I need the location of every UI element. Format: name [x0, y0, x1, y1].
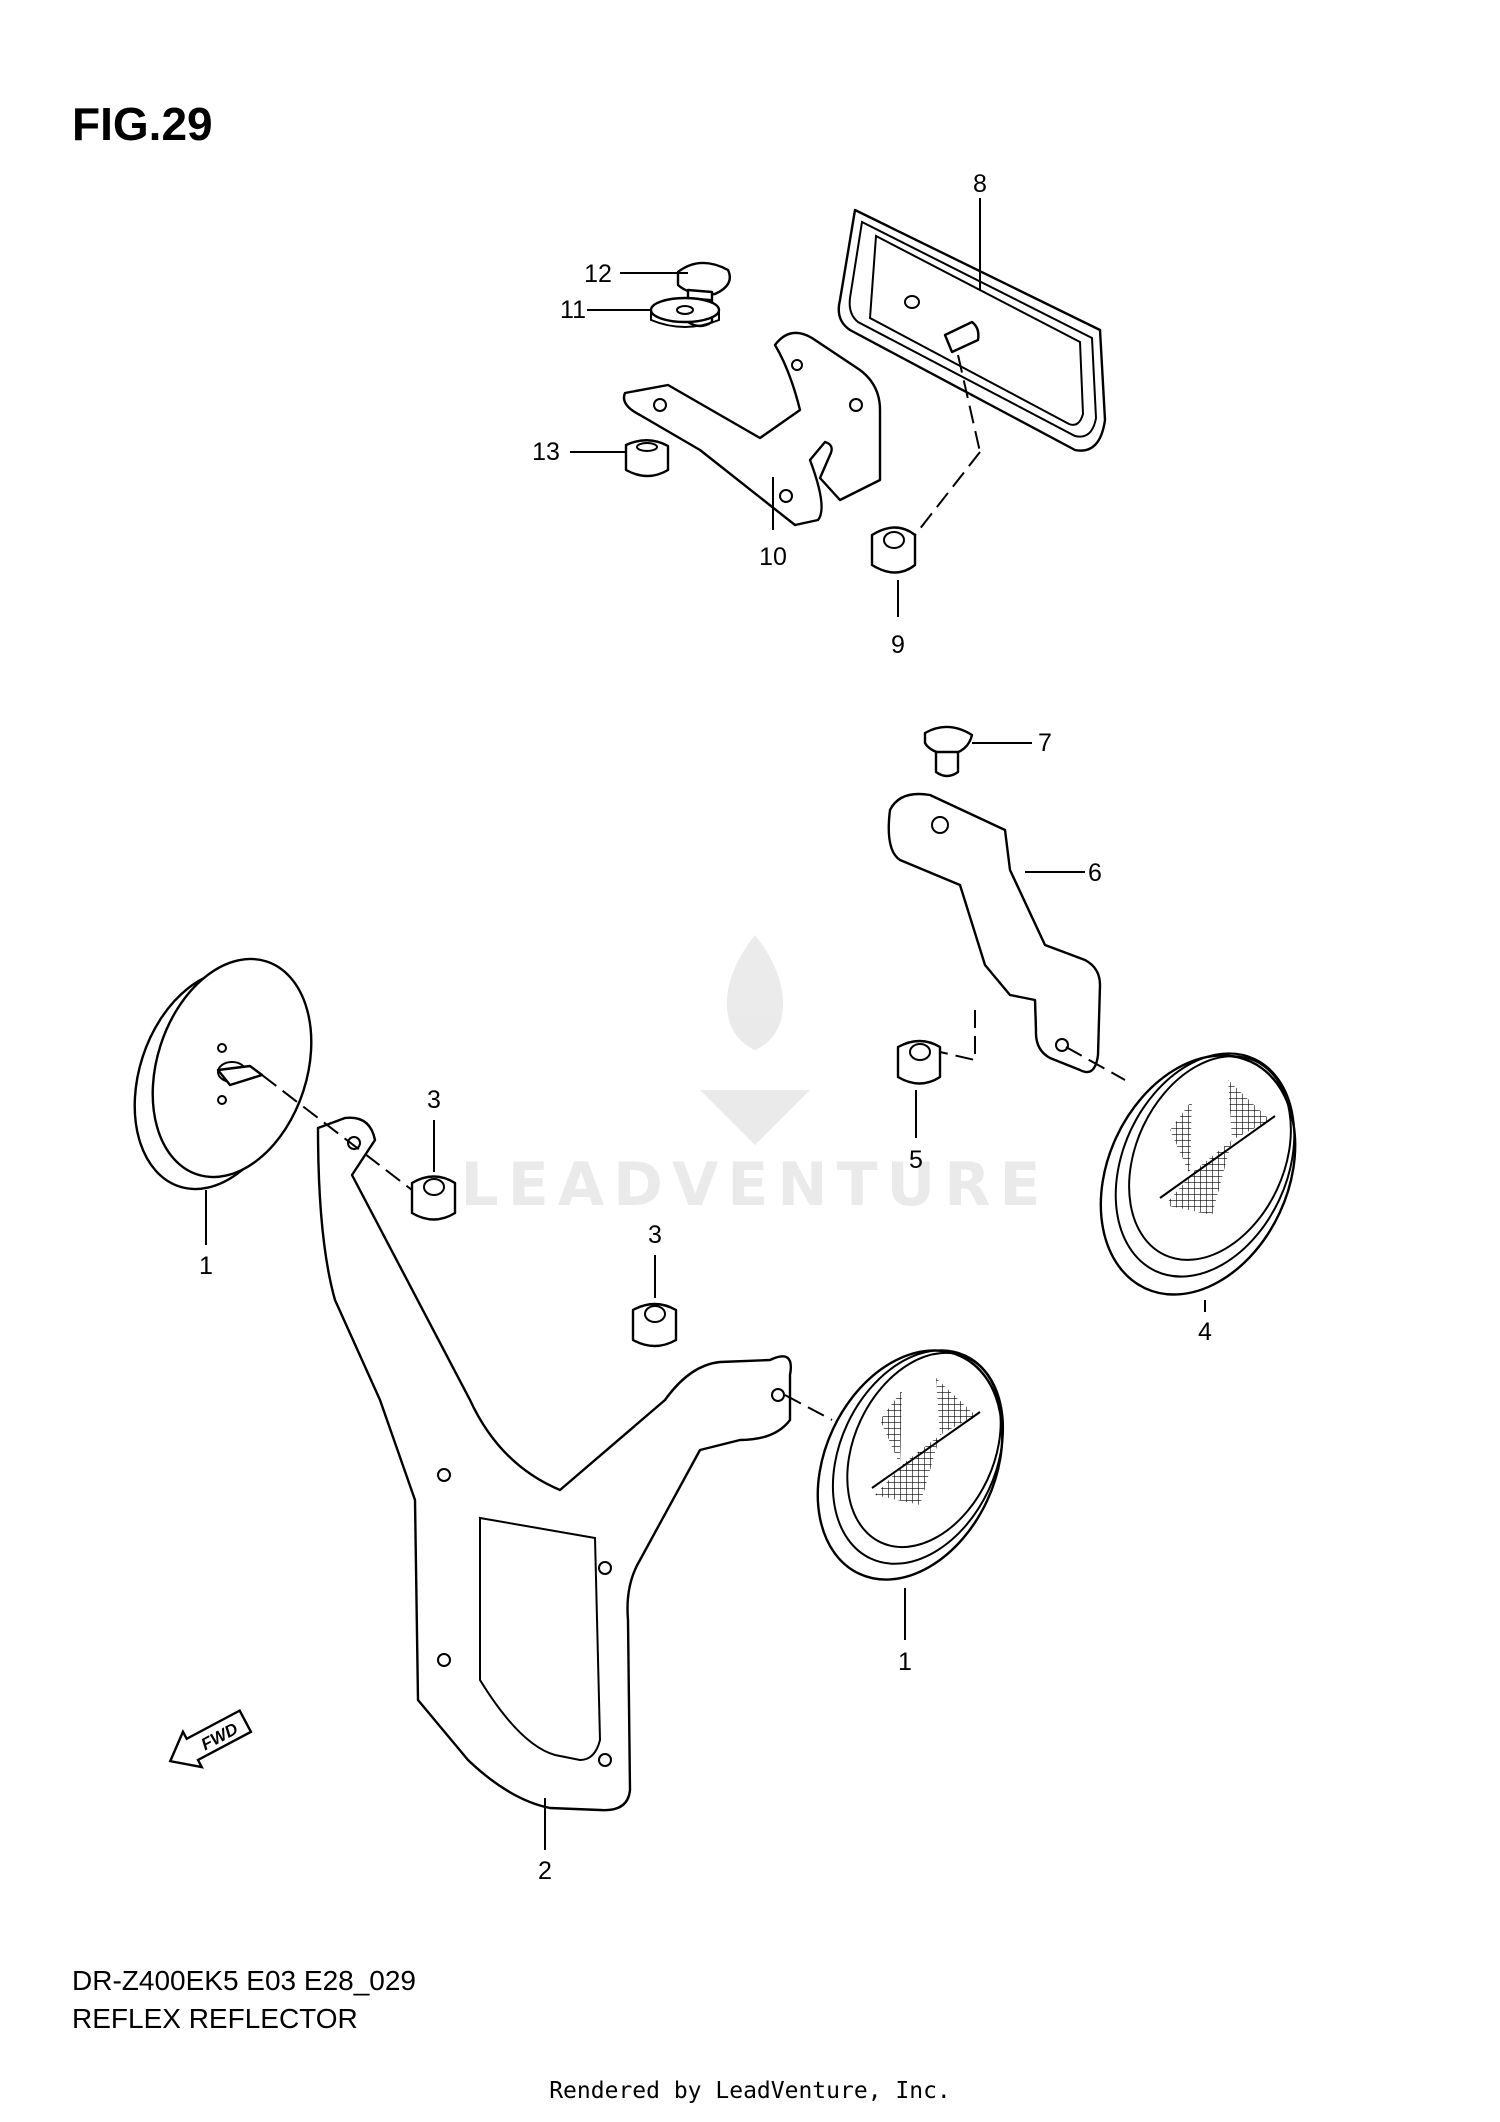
- callout-5: 5: [909, 1146, 923, 1174]
- screw-7: [923, 725, 974, 778]
- round-reflector-right: [1099, 1052, 1297, 1296]
- reflector-bracket: [622, 331, 882, 527]
- washer-11: [649, 296, 721, 328]
- watermark-v-icon: [700, 1090, 810, 1145]
- callout-labels: 8 12 11 13 10 9 7 6 5 4 3 3 1 1 2: [199, 170, 1212, 1885]
- callout-4: 4: [1198, 1318, 1212, 1346]
- callout-11: 11: [560, 296, 586, 324]
- side-reflector-assembly-right: [887, 725, 1297, 1296]
- round-reflector-lower: [816, 1349, 1005, 1581]
- nut-3-lower: [631, 1302, 678, 1348]
- main-reflector-bracket: [316, 1116, 792, 1812]
- callout-6: 6: [1088, 859, 1102, 887]
- figure-caption: REFLEX REFLECTOR: [72, 2003, 358, 2034]
- nut-3-upper: [410, 1175, 457, 1221]
- callout-3-upper: 3: [427, 1086, 441, 1114]
- footer-credit: Rendered by LeadVenture, Inc.: [549, 2078, 951, 2104]
- side-bracket: [887, 792, 1102, 1074]
- watermark-text: LEADVENTURE: [461, 1150, 1050, 1220]
- side-reflector-assembly-left: [133, 957, 1005, 1812]
- callout-2: 2: [538, 1857, 552, 1885]
- callout-3-lower: 3: [648, 1221, 662, 1249]
- nut-13: [624, 439, 670, 478]
- callout-13: 13: [532, 438, 560, 466]
- watermark: LEADVENTURE: [461, 935, 1050, 1220]
- callout-1-lower: 1: [898, 1648, 912, 1676]
- model-code: DR-Z400EK5 E03 E28_029: [72, 1965, 416, 1996]
- nut-5: [896, 1039, 942, 1085]
- fwd-arrow-icon: [168, 1709, 253, 1769]
- callout-1-left: 1: [199, 1252, 213, 1280]
- fwd-arrow-badge: FWD: [168, 1709, 253, 1769]
- watermark-flame-icon: [726, 935, 784, 1050]
- callout-12: 12: [584, 260, 612, 288]
- nut-9: [870, 526, 917, 574]
- callout-7: 7: [1038, 729, 1052, 757]
- callout-10: 10: [759, 543, 787, 571]
- figure-title: FIG.29: [72, 98, 213, 150]
- callout-8: 8: [973, 170, 987, 198]
- license-plate-reflector-assembly: [622, 208, 1107, 574]
- callout-9: 9: [891, 631, 905, 659]
- round-reflector-left: [133, 957, 313, 1191]
